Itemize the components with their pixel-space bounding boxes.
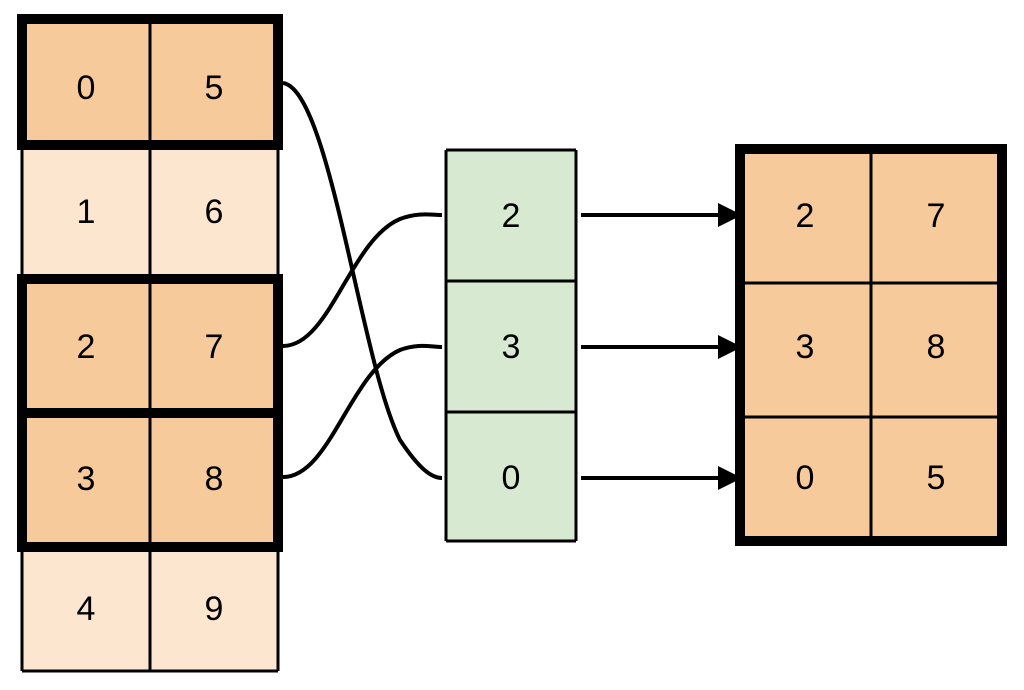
result-cell-0-0[interactable] <box>740 149 871 283</box>
source-cell-3-1[interactable] <box>150 413 278 547</box>
result-cell-0-1-label: 7 <box>927 197 946 235</box>
source-cell-3-0-label: 3 <box>77 460 96 498</box>
source-row-0[interactable]: 0 5 <box>22 19 278 145</box>
source-row-3[interactable]: 3 8 <box>22 413 278 547</box>
source-row-2[interactable]: 2 7 <box>22 279 278 413</box>
source-cell-1-0[interactable] <box>22 145 150 279</box>
source-cell-0-1[interactable] <box>150 19 278 145</box>
index-cell-0[interactable] <box>446 150 576 281</box>
source-cell-0-0[interactable] <box>22 19 150 145</box>
source-cell-3-0[interactable] <box>22 413 150 547</box>
source-cell-1-0-label: 1 <box>77 193 96 231</box>
connector-source0-to-index2 <box>282 81 443 480</box>
source-cell-2-1[interactable] <box>150 279 278 413</box>
source-table: 0 5 1 6 2 7 3 8 <box>17 14 283 673</box>
source-cell-2-0-label: 2 <box>77 328 96 366</box>
result-table: 2 7 3 8 0 5 <box>735 144 1007 546</box>
result-cell-1-0[interactable] <box>740 283 871 417</box>
source-cell-4-0[interactable] <box>22 547 150 671</box>
source-cell-3-1-label: 8 <box>205 460 224 498</box>
index-cell-2-label: 0 <box>502 459 521 497</box>
result-table-gridlines <box>740 149 1002 541</box>
result-cell-1-1-label: 8 <box>927 328 946 366</box>
arrow-index0-to-result0 <box>581 203 742 227</box>
index-cell-1-label: 3 <box>502 328 521 366</box>
result-cell-1-0-label: 3 <box>796 328 815 366</box>
source-cell-1-1-label: 6 <box>205 193 224 231</box>
source-cell-4-0-label: 4 <box>77 590 96 628</box>
source-cell-4-1-label: 9 <box>205 590 224 628</box>
source-row-4[interactable]: 4 9 <box>22 547 278 671</box>
source-row-0-highlight <box>17 14 283 150</box>
arrow-index1-to-result1 <box>581 335 742 359</box>
connectors <box>282 81 443 480</box>
arrow-head-icon <box>718 203 742 227</box>
result-cell-2-1[interactable] <box>871 417 1002 541</box>
index-column: 2 3 0 <box>444 148 578 543</box>
arrow-index2-to-result2 <box>581 466 742 490</box>
result-cell-2-0[interactable] <box>740 417 871 541</box>
source-cell-1-1[interactable] <box>150 145 278 279</box>
index-cell-2[interactable] <box>446 412 576 541</box>
result-table-outline <box>735 144 1007 546</box>
index-cell-1[interactable] <box>446 281 576 412</box>
source-cell-0-1-label: 5 <box>205 69 224 107</box>
source-selection-outlines <box>17 14 283 552</box>
source-cell-0-0-label: 0 <box>77 69 96 107</box>
result-cell-0-0-label: 2 <box>796 197 815 235</box>
result-cell-0-1[interactable] <box>871 149 1002 283</box>
source-row-1[interactable]: 1 6 <box>22 145 278 279</box>
result-cell-2-0-label: 0 <box>796 459 815 497</box>
index-column-gridlines <box>444 148 578 543</box>
source-cell-4-1[interactable] <box>150 547 278 671</box>
arrow-head-icon <box>718 335 742 359</box>
source-cell-2-0[interactable] <box>22 279 150 413</box>
source-cell-2-1-label: 7 <box>205 328 224 366</box>
result-cell-2-1-label: 5 <box>927 459 946 497</box>
connector-source2-to-index0 <box>282 212 443 348</box>
arrow-head-icon <box>718 466 742 490</box>
connector-source3-to-index1 <box>282 343 443 479</box>
arrows <box>581 203 742 490</box>
index-cell-0-label: 2 <box>502 197 521 235</box>
result-cell-1-1[interactable] <box>871 283 1002 417</box>
